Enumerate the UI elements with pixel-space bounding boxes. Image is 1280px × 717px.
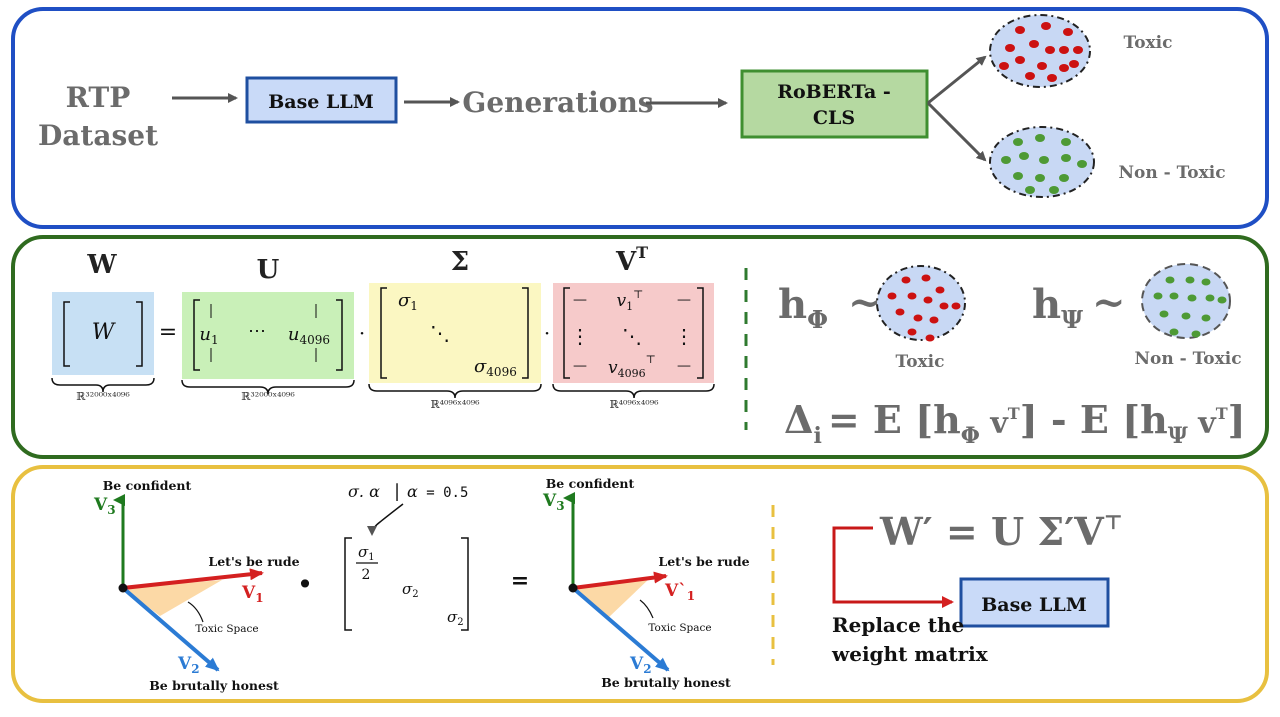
svd-dot-1: · (359, 321, 365, 345)
nontoxic-cloud-mid (1141, 263, 1231, 339)
nontoxic-label-mid: Non - Toxic (1134, 349, 1241, 369)
sigma-ddots: ⋱ (430, 321, 450, 345)
w-title: W (86, 250, 117, 280)
toxic-space-region-right (573, 578, 650, 618)
w-cell: W (92, 320, 117, 345)
pipeline-panel (11, 7, 1269, 229)
frac-denominator: 2 (362, 567, 371, 583)
v1-entry: v1⊤ (617, 288, 644, 313)
replace-label-line2: weight matrix (831, 642, 989, 666)
v2-vector-right (571, 586, 670, 672)
w-prime-equation: W′ = U Σ′V⊤ (879, 509, 1123, 554)
h-phi-term: hΦ (778, 281, 828, 334)
u-dimension: ℝ³²⁰⁰⁰ˣ⁴⁰⁹⁶ (241, 390, 295, 403)
sigma2-entry-a: σ2 (402, 580, 419, 600)
vector-plot-after (563, 492, 670, 672)
sigma-alpha-bar: | (394, 481, 400, 502)
generations-label: Generations (462, 86, 653, 119)
v1-vector-left (122, 568, 264, 590)
bullet-operator: • (297, 568, 314, 601)
roberta-label-line1: RoBERTa - (777, 81, 891, 103)
roberta-label-line2: CLS (813, 107, 855, 129)
h-phi-tilde: ~ (848, 279, 882, 326)
vt-row2-minus-left: — (573, 358, 587, 374)
alpha-value: α = 0.5 (407, 482, 468, 501)
nontoxic-label-top: Non - Toxic (1118, 163, 1225, 183)
v4096-entry: v4096⊤ (608, 353, 656, 380)
sigma4096-entry: σ4096 (474, 356, 517, 379)
u1-entry: u1 (199, 324, 218, 347)
arrow-roberta-to-nontoxic (926, 101, 987, 162)
replace-arrow (832, 526, 954, 608)
be-confident-right: Be confident (546, 476, 635, 491)
toxic-cloud-top (989, 14, 1091, 88)
vt-vdots-right: ⋮ (674, 324, 694, 348)
base-llm-box-top: Base LLM (245, 76, 398, 124)
v3-label-right: V3 (542, 491, 565, 513)
u-hdots: ⋯ (248, 321, 266, 342)
be-confident-left: Be confident (103, 478, 192, 493)
base-llm-box-bottom: Base LLM (959, 577, 1110, 628)
scaled-sigma-matrix: σ. α | α = 0.5 σ1 2 σ2 σ2 (344, 481, 469, 631)
vector-plot-before (113, 494, 264, 672)
rtp-label-line2: Dataset (38, 119, 158, 152)
w-dimension: ℝ³²⁰⁰⁰ˣ⁴⁰⁹⁶ (76, 390, 130, 403)
vt-ddots: ⋱ (622, 324, 642, 348)
v1-prime-vector (572, 571, 668, 590)
sigma2-entry-b: σ2 (447, 608, 464, 628)
edit-equals: = (511, 568, 529, 594)
base-llm-label-bottom: Base LLM (981, 594, 1087, 616)
svd-dot-2: · (544, 321, 550, 345)
vt-vdots-left: ⋮ (570, 324, 590, 348)
w-matrix: W ℝ³²⁰⁰⁰ˣ⁴⁰⁹⁶ (51, 292, 155, 403)
be-brutally-honest-right: Be brutally honest (601, 675, 731, 690)
vt-row1-minus-right: — (677, 292, 691, 308)
be-brutally-honest-left: Be brutally honest (149, 678, 279, 693)
v1-label-left: V1 (241, 583, 264, 605)
vt-title: VT (615, 243, 648, 277)
vt-row2-minus-right: — (677, 358, 691, 374)
u-title: U (257, 255, 280, 285)
v2-label-left: V2 (177, 654, 200, 676)
alpha-pointer-arrow (367, 503, 404, 536)
toxic-label-mid: Toxic (896, 352, 945, 372)
roberta-box: RoBERTa - CLS (740, 69, 929, 139)
v1-prime-label: V`1 (664, 581, 695, 603)
toxic-space-region-left (123, 580, 222, 616)
vt-dimension: ℝ⁴⁰⁹⁶ˣ⁴⁰⁹⁶ (609, 398, 659, 411)
h-psi-term: hΨ (1032, 281, 1083, 334)
nontoxic-cloud-top (989, 126, 1095, 198)
base-llm-label: Base LLM (268, 91, 374, 113)
toxic-label-top: Toxic (1124, 33, 1173, 53)
u-matrix: u1 ⋯ u4096 ℝ³²⁰⁰⁰ˣ⁴⁰⁹⁶ (181, 292, 355, 403)
lets-be-rude-right: Let's be rude (658, 554, 749, 569)
lets-be-rude-left: Let's be rude (208, 554, 299, 569)
v3-label-left: V3 (93, 495, 116, 517)
v2-label-right: V2 (629, 654, 652, 676)
sigma-matrix: σ1 ⋱ σ4096 ℝ⁴⁰⁹⁶ˣ⁴⁰⁹⁶ (368, 283, 542, 411)
svd-equals: = (159, 320, 177, 345)
h-psi-tilde: ~ (1092, 279, 1126, 326)
sigma-title: Σ (451, 247, 469, 277)
arrow-roberta-to-toxic (927, 55, 987, 105)
delta-equation: Δi= E [hΦ vT] - E [hΨ vT] (784, 397, 1246, 449)
toxic-space-label-left: Toxic Space (195, 623, 258, 635)
sigma1-entry: σ1 (398, 290, 418, 313)
toxic-cloud-mid (876, 265, 966, 342)
u4096-entry: u4096 (288, 324, 330, 347)
replace-label-line1: Replace the (832, 613, 964, 637)
vt-matrix: — v1⊤ — ⋮ ⋱ ⋮ — v4096⊤ — ℝ⁴⁰⁹⁶ˣ⁴⁰⁹⁶ (552, 283, 715, 411)
v2-vector-left (121, 586, 220, 672)
vt-row1-minus-left: — (573, 292, 587, 308)
toxic-space-label-right: Toxic Space (648, 622, 711, 634)
sigma-alpha-label: σ. α (348, 482, 380, 501)
rtp-label-line1: RTP (66, 81, 131, 114)
frac-numerator: σ1 (358, 543, 375, 563)
sigma-dimension: ℝ⁴⁰⁹⁶ˣ⁴⁰⁹⁶ (430, 398, 480, 411)
